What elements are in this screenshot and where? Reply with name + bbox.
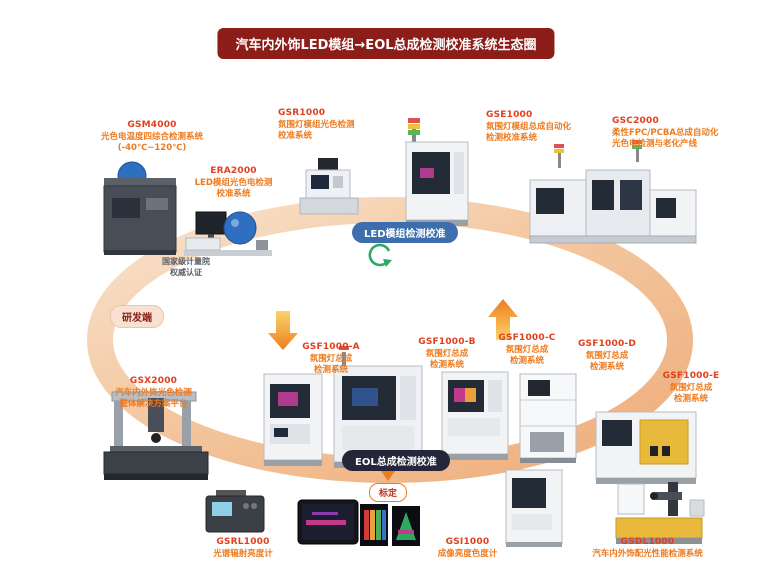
machine-gsc2000 xyxy=(529,140,697,244)
label-gsx2000: GSX2000 汽车内外饰光色检测 整体解决方案平台 xyxy=(96,376,211,410)
label-bottom-right: GSDL1000 汽车内外饰配光性能检测系统 xyxy=(580,537,715,560)
badge-led-module-calibration: LED模组检测校准 xyxy=(352,222,458,243)
product-code: GSC2000 xyxy=(612,116,659,126)
product-line: 检测系统 xyxy=(429,359,464,370)
product-line: 成像亮度色度计 xyxy=(437,548,498,559)
badge-calibration: 标定 xyxy=(369,483,408,502)
product-line: 柔性FPC/PCBA总成自动化 xyxy=(612,127,719,138)
machine-goniophotometer xyxy=(615,482,705,544)
product-line: 光色电温度四综合检测系统 xyxy=(100,131,203,142)
product-line: 氛围灯总成 xyxy=(309,353,353,364)
label-gse1000: GSE1000 氛围灯模组总成自动化 检测校准系统 xyxy=(486,110,616,144)
machine-gsi1000-cabinet xyxy=(505,469,563,547)
arrow-down-icon xyxy=(268,311,298,350)
machine-gsx2000 xyxy=(103,391,209,480)
label-gsf1000c: GSF1000-C 氛围灯总成 检测系统 xyxy=(490,333,564,367)
product-code: GSF1000-A xyxy=(302,342,360,352)
certification-note: 国家级计量院 权威认证 xyxy=(138,257,234,279)
calibration-arrow-icon xyxy=(381,471,395,481)
product-code: GSR1000 xyxy=(278,108,326,118)
machine-gsf1000c xyxy=(441,371,509,460)
machine-gsf1000e xyxy=(595,411,697,484)
product-code: GSI1000 xyxy=(445,537,490,547)
product-line: 光色电检测与老化产线 xyxy=(612,138,698,149)
label-gsr1000: GSR1000 氛围灯模组光色检测 校准系统 xyxy=(278,108,403,142)
arrow-up-icon xyxy=(488,299,518,340)
product-code: GSF1000-D xyxy=(577,339,637,349)
product-line: LED模组光色电检测 xyxy=(194,177,273,188)
product-line: 整体解决方案平台 xyxy=(119,398,188,409)
label-gsf1000d: GSF1000-D 氛围灯总成 检测系统 xyxy=(570,339,644,373)
machine-imaging-colorimeter-tablet xyxy=(297,499,359,545)
label-gsc2000: GSC2000 柔性FPC/PCBA总成自动化 光色电检测与老化产线 xyxy=(612,116,747,150)
machine-gsf1000a xyxy=(263,373,323,466)
product-line: 校准系统 xyxy=(278,130,313,141)
machine-gsm4000 xyxy=(103,161,177,255)
product-code: GSDL1000 xyxy=(620,537,675,547)
machine-gsf1000d xyxy=(519,373,577,463)
product-line: 氛围灯总成 xyxy=(669,382,713,393)
cycle-icon xyxy=(368,243,392,267)
certification-line: 权威认证 xyxy=(170,267,202,277)
label-gsi1000: GSI1000 成像亮度色度计 xyxy=(420,537,515,560)
machine-era2000 xyxy=(184,211,272,256)
product-line: 氛围灯总成 xyxy=(425,348,469,359)
product-line: 检测系统 xyxy=(589,361,624,372)
badge-eol-assembly-calibration: EOL总成检测校准 xyxy=(342,450,450,471)
product-code: GSF1000-E xyxy=(662,371,720,381)
product-line: 检测系统 xyxy=(313,364,348,375)
measurement-result-screens xyxy=(360,504,420,546)
product-line: 氛围灯总成 xyxy=(505,344,549,355)
label-gsm4000: GSM4000 光色电温度四综合检测系统 (-40℃~120℃) xyxy=(92,120,212,154)
badge-rnd-side: 研发端 xyxy=(110,305,164,328)
product-line: 氛围灯模组光色检测 xyxy=(278,119,355,130)
product-line: 氛围灯总成 xyxy=(585,350,629,361)
label-gsf1000a: GSF1000-A 氛围灯总成 检测系统 xyxy=(296,342,366,376)
product-code: GSF1000-C xyxy=(498,333,556,343)
product-line: (-40℃~120℃) xyxy=(117,142,187,153)
product-line: 检测校准系统 xyxy=(486,132,538,143)
machine-gsr1000 xyxy=(299,158,359,215)
product-code: GSE1000 xyxy=(486,110,533,120)
product-line: 氛围灯模组总成自动化 xyxy=(486,121,572,132)
product-line: 光谱辐射亮度计 xyxy=(213,548,273,559)
product-code: GSX2000 xyxy=(129,376,178,386)
label-era2000: ERA2000 LED模组光色电检测 校准系统 xyxy=(176,166,291,200)
product-line: 汽车内外饰配光性能检测系统 xyxy=(592,548,703,559)
machine-gsf1000b xyxy=(333,346,423,468)
product-line: 检测系统 xyxy=(673,393,708,404)
certification-line: 国家级计量院 xyxy=(162,257,210,266)
product-line: 校准系统 xyxy=(216,188,251,199)
page-title: 汽车内外饰LED模组→EOL总成检测校准系统生态圈 xyxy=(217,28,555,59)
product-code: GSF1000-B xyxy=(418,337,476,347)
machine-gse1000 xyxy=(405,118,469,226)
product-code: ERA2000 xyxy=(210,166,257,176)
label-gsf1000e: GSF1000-E 氛围灯总成 检测系统 xyxy=(654,371,728,405)
machine-spectro-benchbox xyxy=(205,490,265,533)
label-bottom-left: GSRL1000 光谱辐射亮度计 xyxy=(198,537,288,560)
label-gsf1000b: GSF1000-B 氛围灯总成 检测系统 xyxy=(412,337,482,371)
product-line: 检测系统 xyxy=(509,355,544,366)
product-code: GSRL1000 xyxy=(216,537,270,547)
product-line: 汽车内外饰光色检测 xyxy=(115,387,192,398)
product-code: GSM4000 xyxy=(127,120,177,130)
